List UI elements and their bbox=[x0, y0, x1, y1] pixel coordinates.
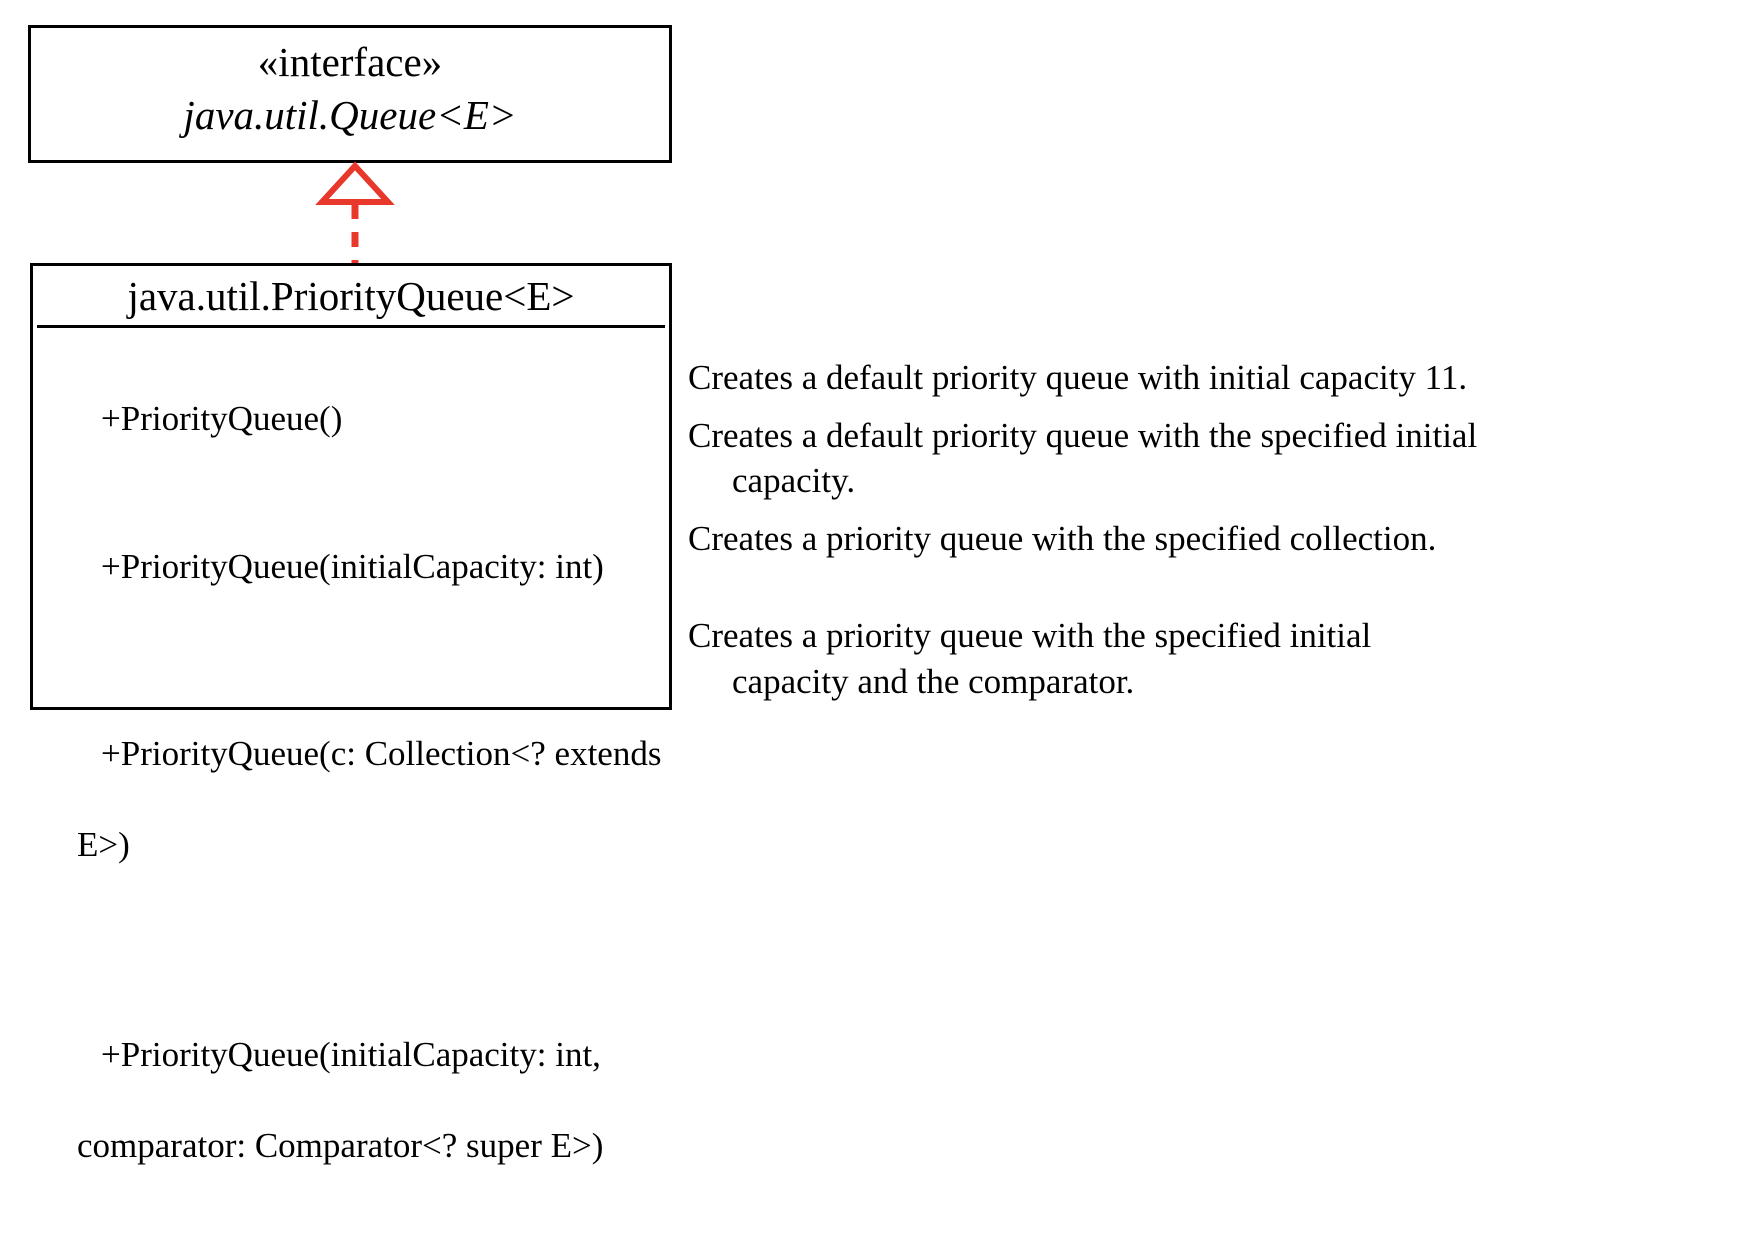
hollow-triangle-arrowhead bbox=[315, 161, 395, 205]
description-line: Creates a default priority queue with th… bbox=[688, 415, 1478, 455]
member-description-3: Creates a priority queue with the specif… bbox=[688, 613, 1750, 704]
member-signature-line-continued: E>) bbox=[77, 824, 130, 864]
description-line-continued: capacity and the comparator. bbox=[732, 661, 1135, 701]
member-signature-line: +PriorityQueue(c: Collection<? extends bbox=[101, 733, 662, 773]
class-name-divider bbox=[37, 325, 665, 328]
member-signature-line: +PriorityQueue(initialCapacity: int) bbox=[101, 547, 604, 586]
realization-arrow-icon bbox=[315, 161, 395, 268]
member-descriptions-column: Creates a default priority queue with in… bbox=[688, 355, 1750, 704]
realization-arrow bbox=[300, 158, 412, 270]
member-description-2: Creates a priority queue with the specif… bbox=[688, 516, 1750, 562]
class-member-1[interactable]: +PriorityQueue(initialCapacity: int) bbox=[30, 499, 669, 636]
member-signature-line: +PriorityQueue() bbox=[101, 398, 343, 438]
description-line: Creates a default priority queue with in… bbox=[688, 358, 1468, 397]
member-description-0: Creates a default priority queue with in… bbox=[688, 355, 1750, 401]
interface-box[interactable]: «interface» java.util.Queue<E> bbox=[28, 25, 672, 163]
description-line: Creates a priority queue with the specif… bbox=[688, 616, 1372, 655]
description-line-continued: capacity. bbox=[732, 461, 856, 500]
description-line: Creates a priority queue with the specif… bbox=[688, 518, 1437, 558]
class-member-0[interactable]: +PriorityQueue() bbox=[30, 350, 669, 487]
class-name-label: java.util.PriorityQueue<E> bbox=[127, 273, 575, 319]
class-members-compartment: +PriorityQueue() +PriorityQueue(initialC… bbox=[33, 328, 669, 1259]
diagram-canvas: «interface» java.util.Queue<E> java.util… bbox=[28, 25, 1750, 1165]
member-signature-line: +PriorityQueue(initialCapacity: int, bbox=[101, 1034, 601, 1074]
member-description-1: Creates a default priority queue with th… bbox=[688, 413, 1750, 504]
class-member-3[interactable]: +PriorityQueue(initialCapacity: int, com… bbox=[30, 986, 669, 1259]
member-signature-line-continued: comparator: Comparator<? super E>) bbox=[77, 1125, 604, 1165]
class-box[interactable]: java.util.PriorityQueue<E> +PriorityQueu… bbox=[30, 263, 672, 1165]
interface-stereotype-label: «interface» bbox=[257, 39, 443, 85]
interface-name-label: java.util.Queue<E> bbox=[183, 92, 517, 138]
class-member-2[interactable]: +PriorityQueue(c: Collection<? extends E… bbox=[30, 685, 669, 958]
